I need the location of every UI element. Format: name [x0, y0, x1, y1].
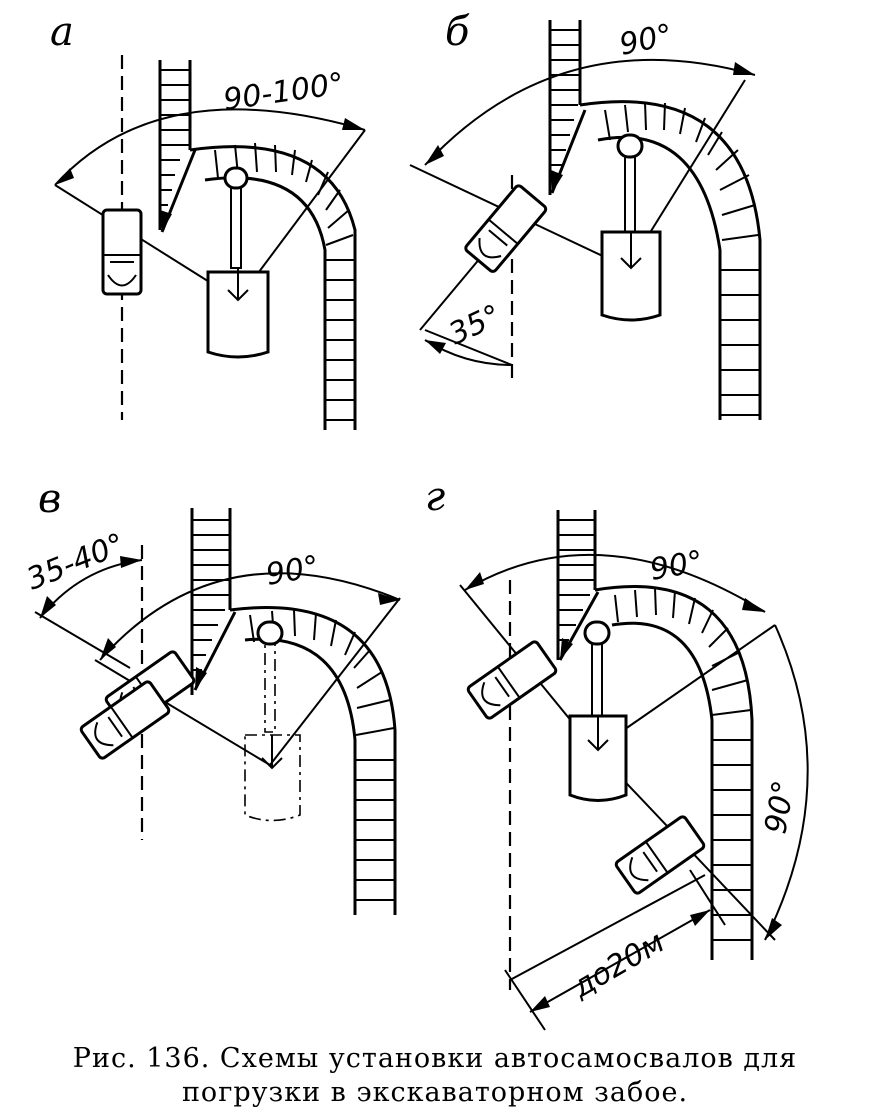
- face-wall: [556, 510, 754, 960]
- excavator: [568, 620, 628, 802]
- caption-line-2: погрузки в экскаваторном забое.: [181, 1077, 689, 1108]
- angle-label-35-40: 35-40°: [22, 527, 130, 598]
- angle-arc-upper: [464, 553, 766, 613]
- panel-a: а 90-100°: [50, 9, 366, 430]
- angle-arc-lower: [764, 624, 809, 941]
- angle-label-35: 35°: [444, 298, 507, 352]
- panel-a-label: а: [50, 9, 74, 55]
- angle-arc: [54, 108, 366, 186]
- angle-label-90-upper: 90°: [647, 544, 705, 588]
- excavator: [206, 166, 270, 359]
- panel-g: г 90° 90° до20м: [425, 474, 809, 1031]
- panel-g-label: г: [425, 474, 445, 520]
- angle-arc: [424, 59, 756, 166]
- angle-label: 90-100°: [221, 66, 346, 118]
- excavator: [244, 620, 301, 822]
- figure-caption: Рис. 136. Схемы установки автосамосвалов…: [0, 1042, 870, 1110]
- angle-arc: [99, 572, 401, 661]
- caption-line-1: Рис. 136. Схемы установки автосамосвалов…: [72, 1043, 798, 1074]
- face-wall: [158, 60, 357, 430]
- swing-arrowhead: [160, 210, 172, 232]
- dump-truck-position-2: [614, 815, 706, 895]
- panel-v-label: в: [38, 476, 61, 522]
- angle-label-90: 90°: [263, 549, 321, 593]
- distance-dimension-line: [509, 874, 706, 981]
- angle-label-90-lower: 90°: [758, 778, 802, 836]
- face-wall: [548, 20, 762, 420]
- distance-label: до20м: [566, 925, 671, 1006]
- dump-truck-position-2: [79, 680, 171, 760]
- excavator: [600, 133, 662, 322]
- dump-truck-position-1: [466, 640, 558, 720]
- dump-truck: [101, 208, 143, 296]
- dump-truck: [464, 184, 548, 273]
- excavator-truck-layout-diagram: а 90-100°: [22, 9, 809, 1031]
- angle-label-90: 90°: [616, 18, 675, 63]
- panel-v: в 90° 35-40°: [22, 476, 401, 915]
- panel-b-label: б: [445, 9, 470, 55]
- panel-b: б 90° 35°: [409, 9, 762, 420]
